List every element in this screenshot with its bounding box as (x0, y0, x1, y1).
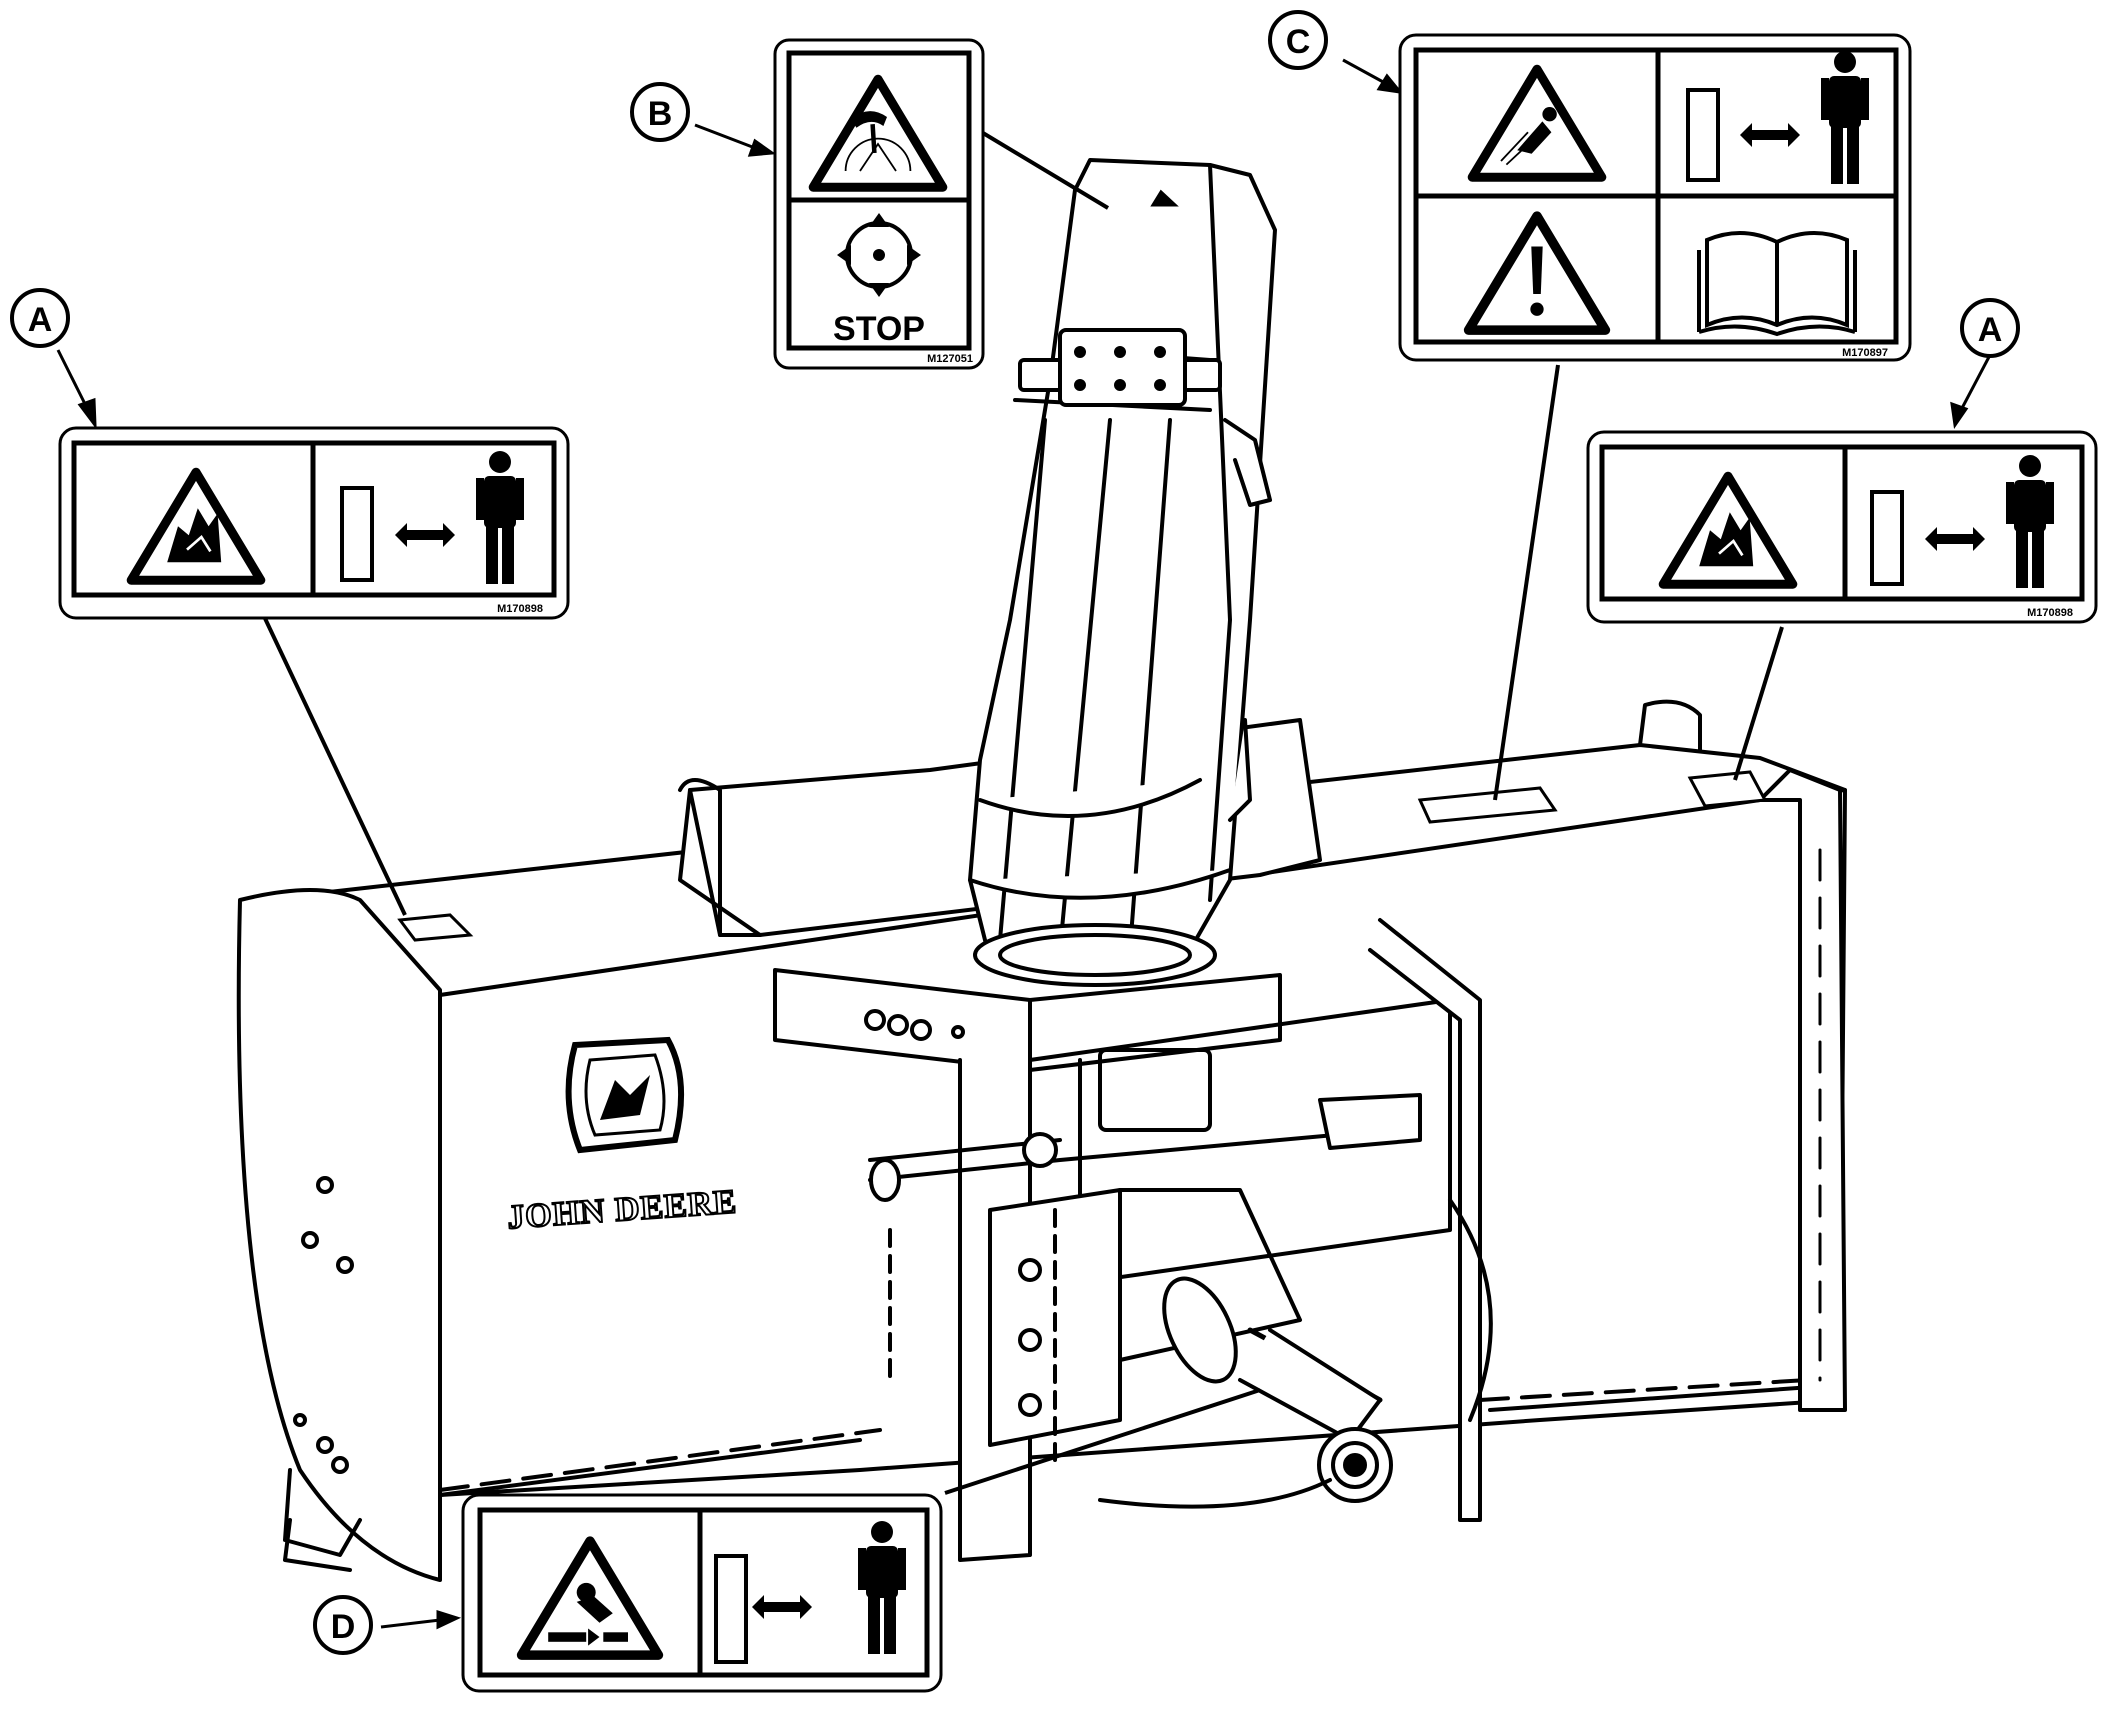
callout-d: D (313, 1595, 373, 1655)
decal-a-right: M170898 (1586, 430, 2098, 624)
machine-block-icon (1870, 490, 1904, 586)
hand-entanglement-warning-icon (1663, 476, 1793, 584)
callout-letter: B (648, 95, 673, 133)
decal-part-number: M170898 (2027, 607, 2073, 619)
callout-arrows (56, 58, 1992, 1630)
discharge-chute (968, 158, 1277, 987)
machine-block-icon (1686, 88, 1720, 182)
callout-a-right: A (1960, 298, 2020, 358)
decal-c: M170897 (1398, 33, 1912, 362)
callout-letter: D (331, 1608, 356, 1646)
stop-rotation-icon (837, 213, 921, 297)
discharge-chute-hand-hazard-icon (813, 79, 943, 187)
decal-d (461, 1493, 943, 1693)
callout-b: B (630, 82, 690, 142)
driveline-entanglement-icon (522, 1541, 659, 1655)
decal-b: STOP M127051 (773, 38, 985, 370)
callout-a-left: A (10, 288, 70, 348)
leader-lines (260, 128, 1784, 1495)
decal-part-number: M170897 (1842, 347, 1888, 359)
operator-manual-icon (1697, 230, 1857, 337)
decal-part-number: M127051 (927, 353, 973, 365)
decal-part-number: M170898 (497, 603, 543, 615)
callout-letter: C (1286, 23, 1311, 61)
stop-text: STOP (833, 310, 925, 348)
callout-letter: A (28, 301, 53, 339)
machine-block-icon (714, 1554, 748, 1664)
hand-entanglement-warning-icon (131, 472, 261, 580)
machine-block-icon (340, 486, 374, 582)
general-caution-icon (1469, 216, 1606, 330)
decal-a-left: M170898 (58, 426, 570, 620)
thrown-object-warning-icon (1472, 69, 1602, 177)
callout-c: C (1268, 10, 1328, 70)
callout-letter: A (1978, 311, 2003, 349)
